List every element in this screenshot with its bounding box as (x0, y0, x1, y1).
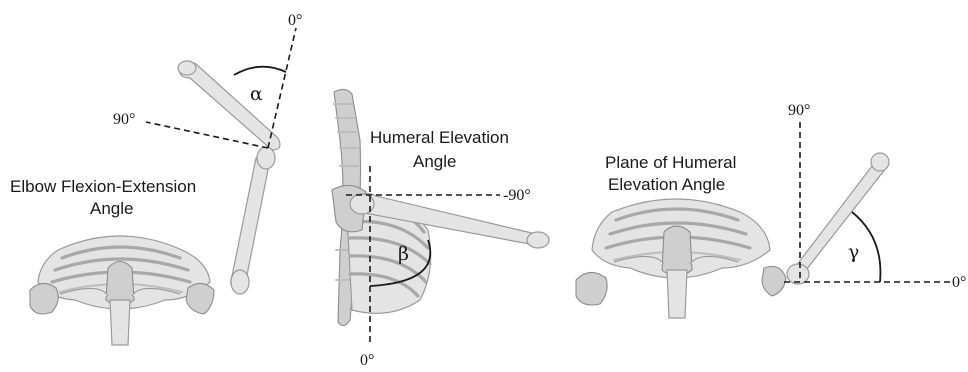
elbow-title-line2: Angle (90, 199, 133, 218)
forearm-bone (231, 147, 275, 294)
alpha-angle-arc (234, 67, 286, 75)
plane-title-line1: Plane of Humeral (605, 153, 736, 172)
elevation-zero-label: 0° (360, 352, 374, 369)
elbow-zero-ref-line (268, 28, 296, 148)
plane-title-line2: Elevation Angle (608, 175, 725, 194)
thorax-right-figure (576, 199, 786, 318)
elbow-ninety-label: 90° (113, 111, 135, 128)
humerus-plane-bone (787, 153, 889, 284)
elevation-title-line2: Angle (413, 152, 456, 171)
plane-zero-label: 0° (952, 274, 966, 291)
elevation-title-line1: Humeral Elevation (370, 128, 509, 147)
plane-panel: 90° 0° γ Plane of Humeral Elevation Angl… (576, 102, 966, 318)
elevation-minus-ninety-label: -90° (503, 187, 531, 204)
plane-ninety-label: 90° (788, 102, 810, 119)
humerus-bone (178, 61, 280, 150)
thorax-left-figure (30, 236, 214, 345)
elbow-zero-label: 0° (288, 12, 302, 29)
elbow-panel: 0° 90° α Elbow Flexion-Extension Angle (10, 12, 302, 345)
beta-symbol: β (398, 243, 409, 265)
elevation-panel: -90° 0° β Humeral Elevation Angle (332, 89, 549, 369)
gamma-symbol: γ (848, 241, 859, 263)
elbow-title-line1: Elbow Flexion-Extension (10, 177, 196, 196)
alpha-symbol: α (250, 83, 263, 105)
